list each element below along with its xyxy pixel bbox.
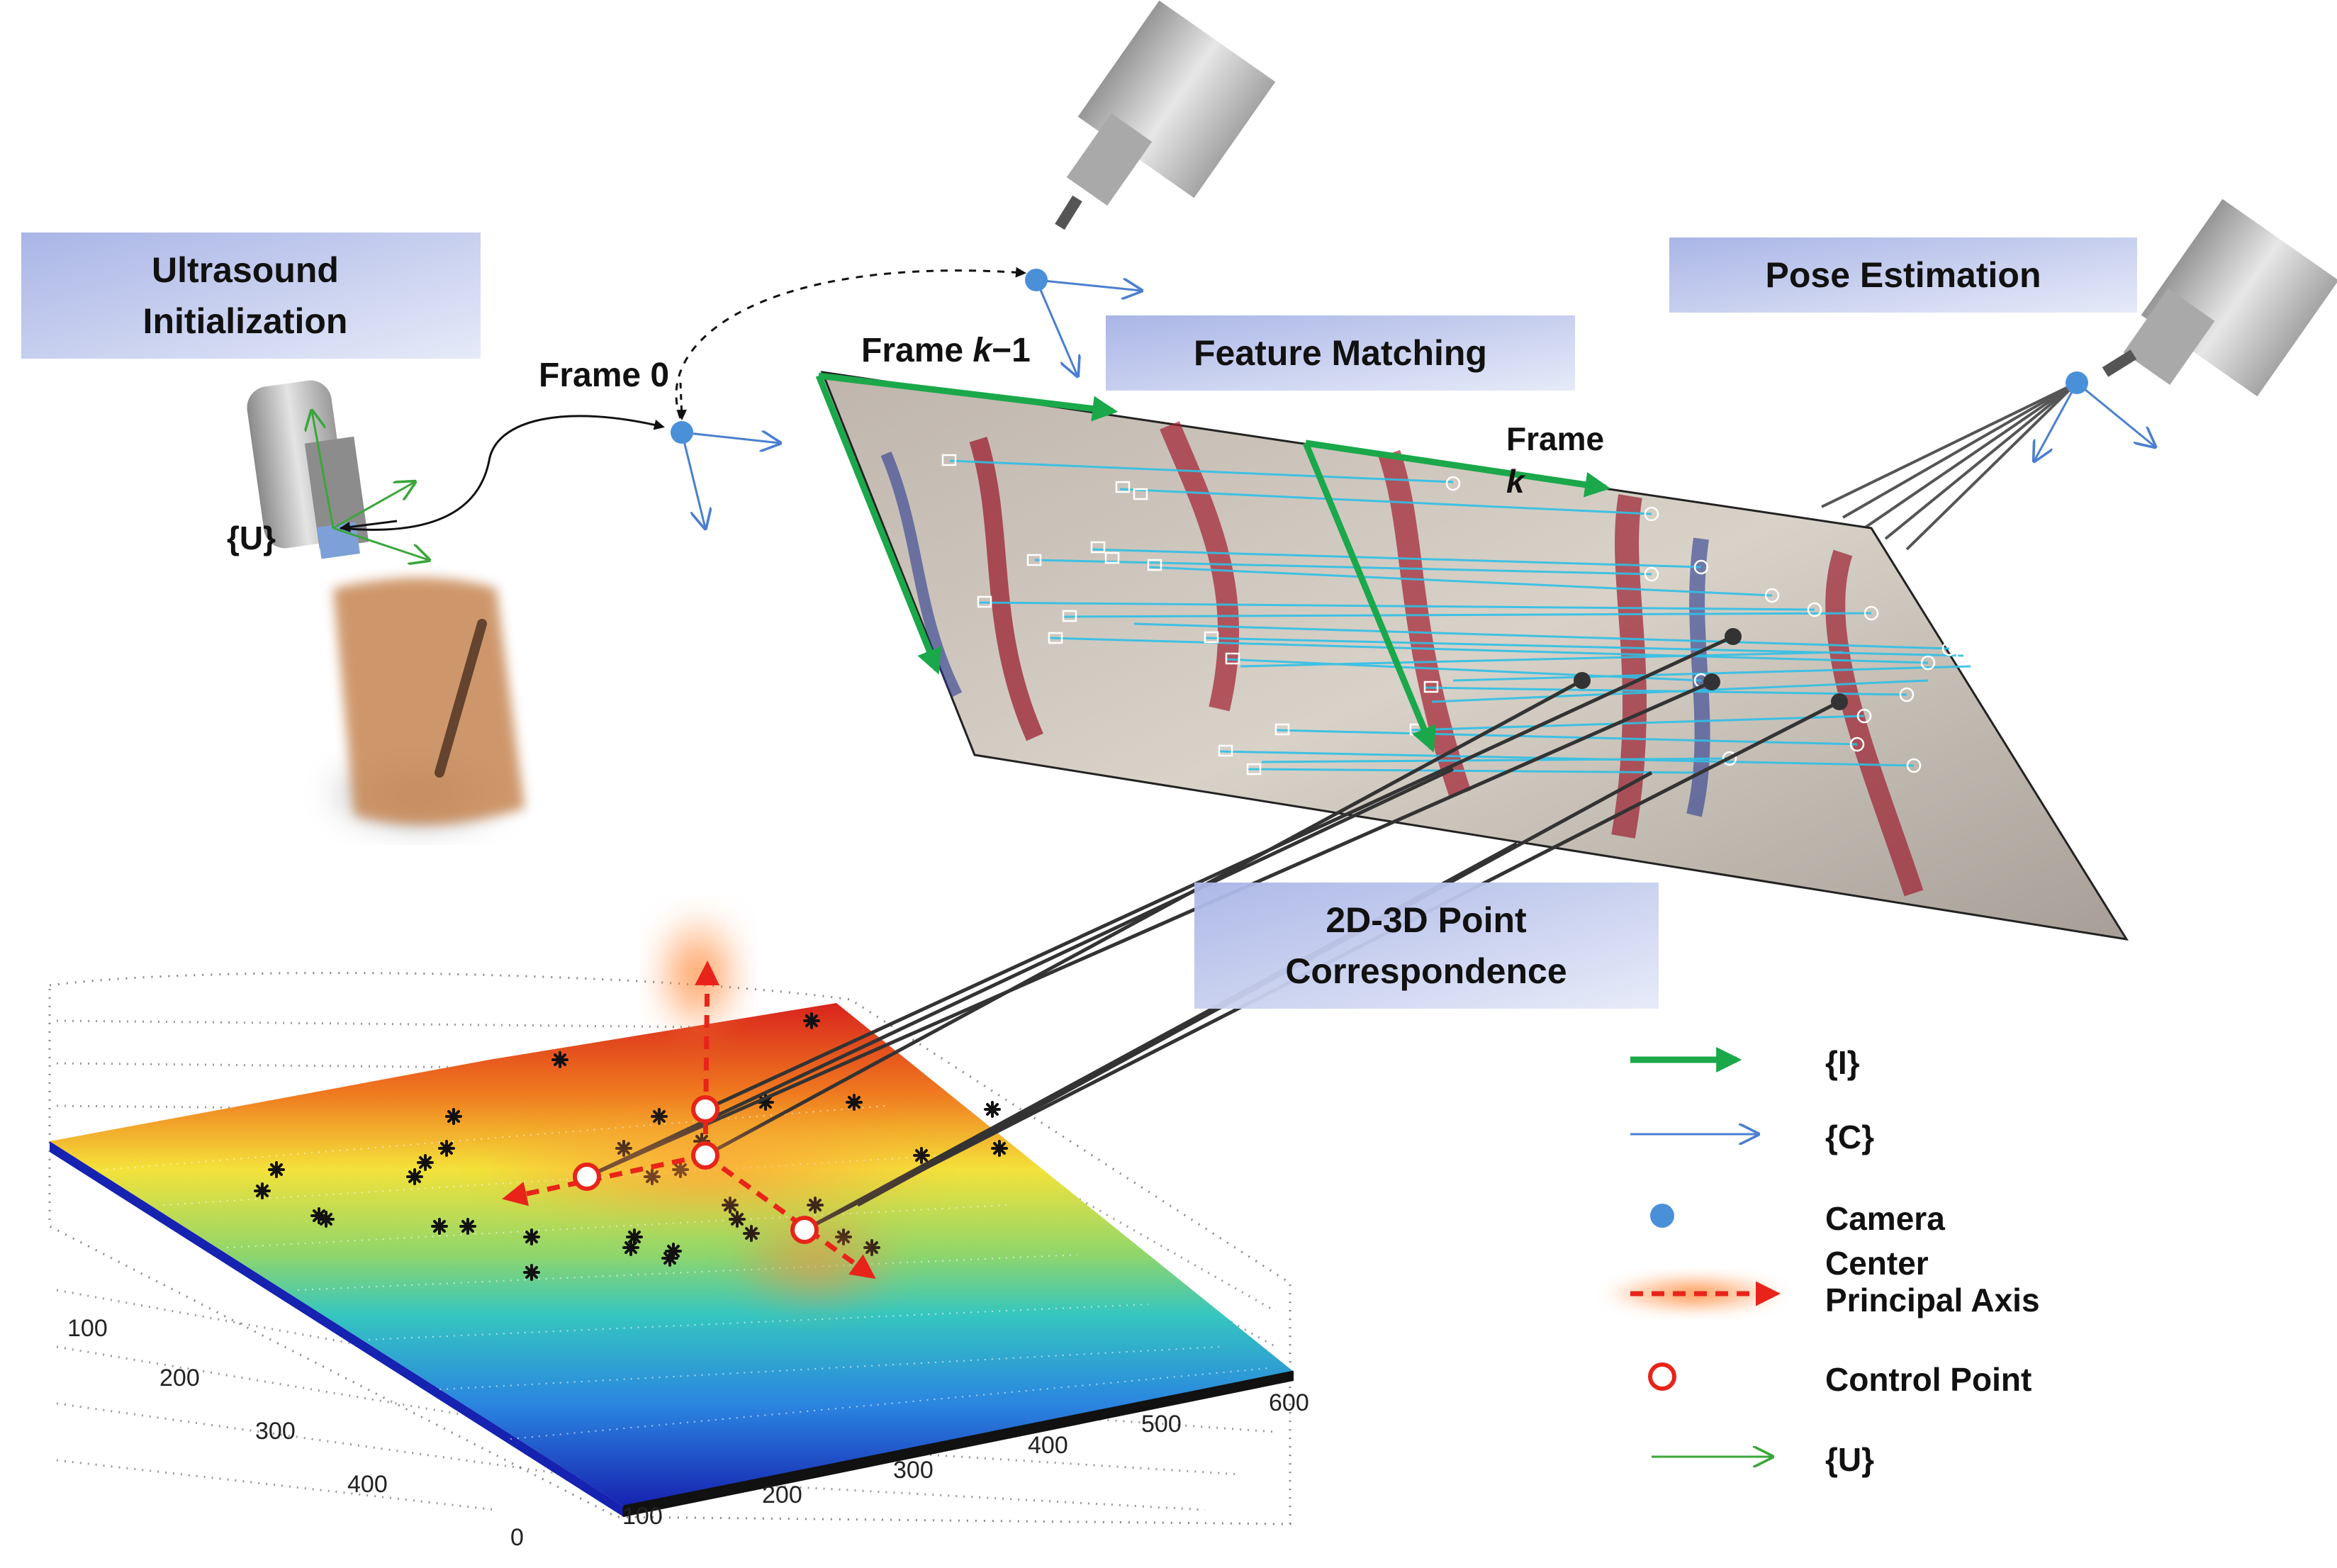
label-box-ultrasound-initialization: Ultrasound Initialization [21,233,481,359]
frame0-label: Frame 0 [539,357,669,394]
legend-item-camera-frame: {C} [1630,1119,1874,1155]
svg-text:Control Point: Control Point [1825,1361,2031,1398]
feature-point-star [622,1239,639,1256]
feature-point-star [431,1218,448,1235]
legend-item-ultrasound-frame: {U} [1652,1441,1874,1478]
axis-ticks-front: 100 200 300 400 500 600 [622,1389,1309,1530]
svg-text:Camera: Camera [1825,1200,1945,1237]
feature-point-star [757,1094,774,1111]
u-axis-up [312,411,335,529]
correspondence-line1: 2D-3D Point [1326,900,1527,940]
svg-text:Principal Axis: Principal Axis [1825,1282,2040,1318]
image-plane [820,371,2129,941]
svg-text:{C}: {C} [1825,1119,1874,1155]
frame-k1-camera-center [1025,269,1048,291]
u-axis-right [332,482,415,530]
frame0-camera-center [671,421,693,444]
ultrasound-probe-icon [247,380,525,836]
feature-point-star [438,1140,455,1157]
svg-text:400: 400 [347,1471,388,1498]
u-frame-label: {U} [227,520,276,556]
principal-axis [468,907,950,1318]
feature-point-star [665,1243,682,1260]
projection-rays [1821,381,2078,551]
legend-control-point-icon [1648,1362,1676,1391]
frame-k-label-line1: Frame [1506,420,1604,457]
image-frame-k-x-axis [1305,439,1611,498]
feature-point-star [523,1264,540,1281]
label-box-2d3d-correspondence: 2D-3D Point Correspondence [1194,883,1659,1009]
legend-item-image-frame: {I} [1630,1044,1860,1081]
frame0-camera [671,421,780,528]
frame-k1-label: Frame k−1 [861,332,1031,369]
label-box-feature-matching: Feature Matching [1106,315,1575,391]
control-points [573,1095,819,1244]
image-frame-k1-x-axis [818,372,1119,422]
label-box-pose-estimation: Pose Estimation [1669,237,2137,313]
svg-text:100: 100 [67,1315,108,1342]
pose-camera [2034,371,2155,461]
feature-point-star [626,1228,643,1245]
svg-text:0: 0 [510,1524,524,1551]
feature-point-star [318,1211,335,1228]
u-axis-forward [332,527,429,560]
svg-text:300: 300 [255,1418,296,1445]
feature-point-star [445,1108,462,1125]
frame-k1-camera [1025,269,1141,376]
image-frame-k-y-axis [1302,442,1436,753]
feature-point-star [803,1012,820,1029]
feature-point-star [991,1140,1008,1157]
feature-point-star [984,1101,1001,1118]
pose-camera-center [2066,371,2088,394]
svg-text:Center: Center [1825,1245,1929,1282]
legend-item-camera-center: Camera Center [1650,1200,1945,1282]
pose-estimation-label: Pose Estimation [1766,255,2041,295]
feature-point-star [661,1250,678,1267]
feature-point-star [846,1094,863,1111]
feature-matching-label: Feature Matching [1194,333,1487,373]
svg-text:200: 200 [159,1365,200,1391]
svg-text:{U}: {U} [1825,1441,1874,1478]
ultrasound-init-line2: Initialization [143,301,348,341]
camera-model-top-icon [1055,0,1276,230]
image-frame-k1-y-axis [815,374,941,675]
dashed-arrow-frame0-to-framek1 [675,267,1026,419]
feature-point-star [406,1168,423,1185]
legend-camera-center-icon [1650,1204,1674,1228]
svg-text:300: 300 [893,1457,934,1484]
svg-text:200: 200 [762,1482,802,1508]
feature-point-star [551,1051,568,1068]
feature-point-star [268,1161,285,1178]
feature-point-star [417,1154,434,1171]
svg-text:600: 600 [1269,1389,1309,1416]
svg-text:{I}: {I} [1825,1044,1860,1081]
frame-k-label-line2: k [1506,463,1526,500]
svg-text:400: 400 [1028,1432,1068,1459]
axis-ticks-left: 100 200 300 400 0 [67,1315,524,1551]
feature-point-star [254,1182,271,1199]
ultrasound-image-fan [333,578,525,824]
correspondence-line2: Correspondence [1285,951,1567,991]
feature-point-star [459,1218,476,1235]
legend-item-principal-axis: Principal Axis [1602,1272,2040,1318]
ultrasound-init-line1: Ultrasound [152,250,339,290]
svg-text:100: 100 [622,1503,663,1530]
feature-point-star [523,1228,540,1245]
transform-arrow-probe-to-frame0 [340,415,665,531]
legend: {I} {C} Camera Center Principal Axis Con… [1602,1044,2040,1478]
camera-model-right-icon [2102,198,2337,397]
svg-text:500: 500 [1141,1411,1182,1438]
legend-item-control-point: Control Point [1648,1361,2031,1398]
feature-point-star [310,1207,327,1224]
